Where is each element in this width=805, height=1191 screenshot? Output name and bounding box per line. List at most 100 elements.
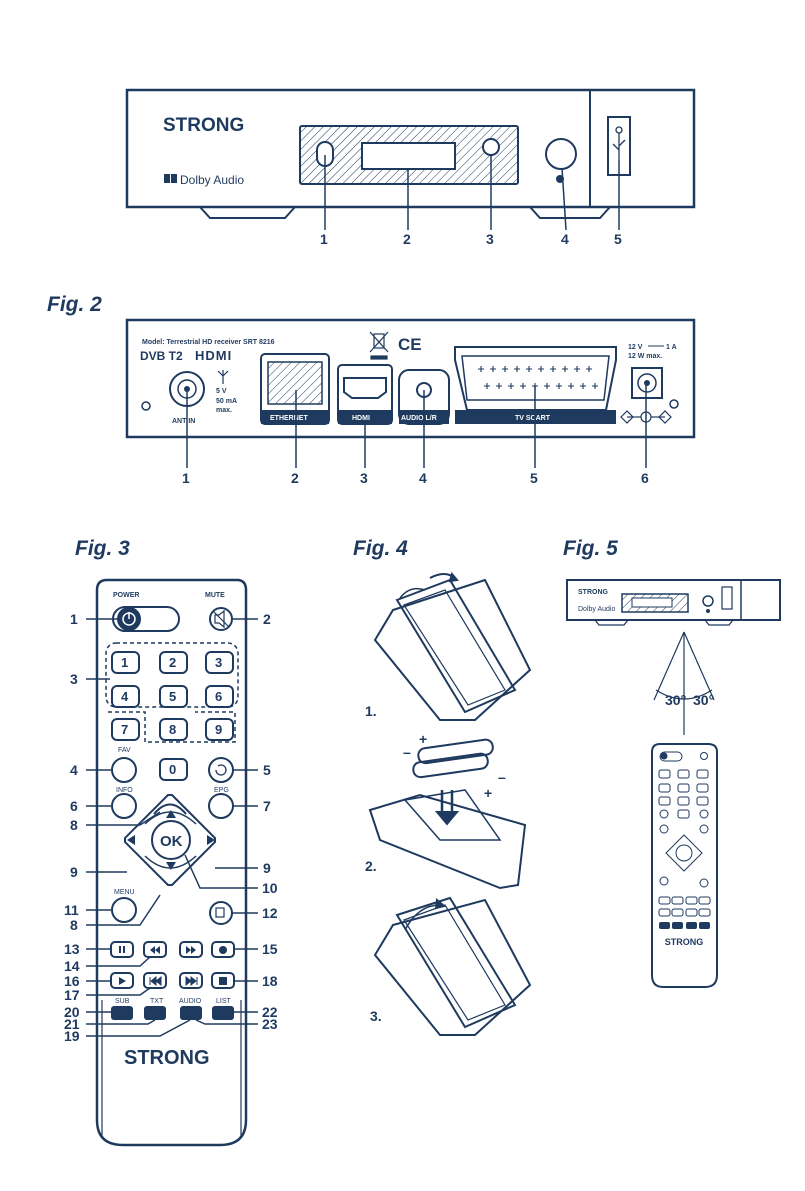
digit-key-9[interactable] <box>205 718 234 741</box>
forward-button[interactable] <box>179 941 203 958</box>
battery-step-3 <box>373 896 532 1036</box>
remote-callout: 2 <box>263 611 271 627</box>
remote-callout: 15 <box>262 941 278 957</box>
fig2-callouts: 1 2 3 4 5 6 <box>182 470 649 486</box>
hdmi-label: HDMI <box>352 415 370 422</box>
info-label: INFO <box>116 787 133 794</box>
dvb-t2-logo: DVB T2 <box>140 349 183 363</box>
digit-key-2[interactable] <box>159 651 188 674</box>
battery-step-1 <box>373 571 532 721</box>
remote-callout: 8 <box>70 817 78 833</box>
antenna-icon <box>217 370 229 384</box>
list-button[interactable] <box>212 1006 234 1020</box>
svg-text:STRONG: STRONG <box>578 589 609 596</box>
digit-key-0[interactable] <box>159 758 188 781</box>
fig4-title: Fig. 4 <box>353 537 408 560</box>
svg-text:–: – <box>498 769 506 785</box>
ant-max: max. <box>216 407 232 414</box>
ce-mark: CE <box>398 335 422 354</box>
digit-key-7[interactable] <box>111 718 140 741</box>
svg-text:–: – <box>403 744 411 760</box>
fig1-callouts: 1 2 3 4 5 <box>320 231 622 247</box>
battery-step-label: 1. <box>365 703 377 719</box>
digit-key-5[interactable] <box>159 685 188 708</box>
up-key[interactable] <box>153 803 187 815</box>
digit-key-3[interactable] <box>205 651 234 674</box>
digit-key-6[interactable] <box>205 685 234 708</box>
power-voltage: 12 V <box>628 344 643 351</box>
previous-button[interactable] <box>143 972 167 989</box>
rewind-button[interactable] <box>143 941 167 958</box>
pause-button[interactable] <box>110 941 134 958</box>
power-button[interactable] <box>545 138 577 170</box>
weee-icon <box>369 331 389 360</box>
remote-callout: 21 <box>64 1016 80 1032</box>
remote-callout: 16 <box>64 973 80 989</box>
fig2-callout: 1 <box>182 470 190 486</box>
up-arrow-icon <box>166 810 176 818</box>
svg-text:+: + <box>419 731 427 747</box>
remote-mini-brand: STRONG <box>665 937 704 947</box>
svg-text:+: + <box>484 785 492 801</box>
receiver-front: STRONG Dolby Audio 1 2 3 <box>125 88 696 247</box>
remote-callout: 13 <box>64 941 80 957</box>
hdmi-logo: HDMI <box>195 348 232 363</box>
digit-key-4[interactable] <box>111 685 140 708</box>
sub-button[interactable] <box>111 1006 133 1020</box>
fav-button[interactable] <box>111 757 137 783</box>
info-button[interactable] <box>111 793 137 819</box>
fig2-title: Fig. 2 <box>47 293 102 316</box>
digit-label: 7 <box>121 722 128 737</box>
remote-callout: 18 <box>262 973 278 989</box>
fig2-callout: 4 <box>419 470 427 486</box>
fig2-callout: 5 <box>530 470 538 486</box>
digit-label: 2 <box>169 655 176 670</box>
receiver-rear: Model: Terrestrial HD receiver SRT 8216 … <box>125 318 696 486</box>
digit-key-1[interactable] <box>111 651 140 674</box>
angle-right-label: 30° <box>693 692 714 708</box>
receiver-mini <box>566 579 781 621</box>
fig1-callout: 3 <box>486 231 494 247</box>
remote-callout: 10 <box>262 880 278 896</box>
txt-label: TXT <box>150 998 164 1005</box>
remote-callout: 20 <box>64 1004 80 1020</box>
remote-callout: 5 <box>263 762 271 778</box>
remote-callout: 9 <box>70 864 78 880</box>
ant-in-label: ANT IN <box>172 418 195 425</box>
digit-label: 6 <box>215 689 222 704</box>
digit-label: 5 <box>169 689 176 704</box>
power-max: 12 W max. <box>628 353 662 360</box>
remote-brand-logo: STRONG <box>124 1047 210 1069</box>
left-arrow-icon <box>127 835 135 845</box>
menu-button[interactable] <box>111 897 137 923</box>
battery-step-2 <box>368 738 527 890</box>
fig2-callout: 3 <box>360 470 368 486</box>
recall-button[interactable] <box>208 757 234 783</box>
epg-button[interactable] <box>208 793 234 819</box>
menu-label: MENU <box>114 889 135 896</box>
transport-keys: SUB TXT AUDIO LIST <box>110 941 235 1020</box>
battery-icon <box>412 752 489 779</box>
navigation-pad: OK <box>124 794 216 886</box>
exit-button[interactable] <box>209 901 233 925</box>
scart-label: TV SCART <box>515 415 551 422</box>
ant-voltage: 5 V <box>216 388 227 395</box>
fig1-callout: 4 <box>561 231 569 247</box>
next-button[interactable] <box>179 972 203 989</box>
audio-label-remote: AUDIO <box>179 998 202 1005</box>
fav-label: FAV <box>118 747 131 754</box>
txt-button[interactable] <box>144 1006 166 1020</box>
remote-left-callouts: 1 3 4 6 8 9 11 8 13 14 16 17 20 21 19 <box>64 611 80 1044</box>
remote-callout: 9 <box>263 860 271 876</box>
right-arrow-icon <box>207 835 215 845</box>
ethernet-label: ETHERNET <box>270 415 308 422</box>
digit-key-8[interactable] <box>159 718 188 741</box>
fig1-callout: 5 <box>614 231 622 247</box>
fig3-title: Fig. 3 <box>75 537 130 560</box>
operating-range: STRONG Dolby Audio 30° 30° <box>566 579 781 988</box>
fig2-callout: 2 <box>291 470 299 486</box>
audio-button[interactable] <box>180 1006 202 1020</box>
ok-button[interactable] <box>151 820 191 860</box>
standby-led <box>482 138 500 156</box>
